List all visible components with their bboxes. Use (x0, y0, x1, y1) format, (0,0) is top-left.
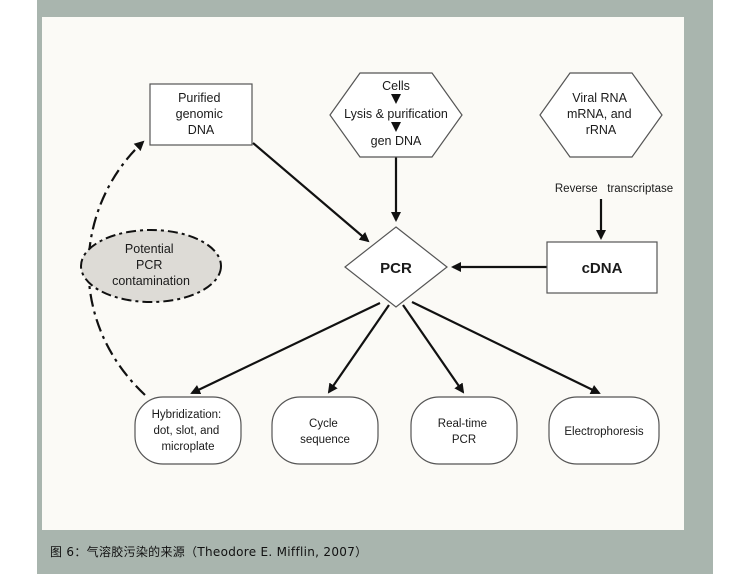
contamination-ellipse (80, 229, 222, 303)
arrow-pcr-to-realtime (402, 304, 465, 394)
pcr-diamond (344, 226, 448, 308)
viral-rna-label: Viral RNA mRNA, and rRNA (567, 91, 635, 137)
contamination-label: Potential PCR contamination (112, 242, 190, 288)
reverse-transcriptase-label: Reverse transcriptase (555, 183, 673, 195)
electrophoresis-label: Electrophoresis (564, 426, 644, 438)
rt-label-bg (548, 180, 678, 196)
cycle-sequence-label: Cycle sequence (300, 418, 350, 446)
arrow-pcr-to-cycle (327, 304, 390, 394)
purified-dna-label: Purified genomic DNA (176, 91, 227, 137)
cdna-label: cDNA (582, 260, 623, 277)
cycle-sequence-box (271, 396, 379, 465)
pcr-label: PCR (380, 260, 412, 277)
viral-rna-hexagon (539, 72, 663, 158)
hybridization-box (134, 396, 242, 465)
cdna-box (546, 241, 658, 294)
electrophoresis-box (548, 396, 660, 465)
arrow-pcr-to-electrophoresis (411, 301, 601, 394)
realtime-pcr-label: Real-time PCR (438, 418, 490, 446)
hybridization-label: Hybridization: dot, slot, and microplate (152, 409, 225, 453)
figure-caption: 图 6：气溶胶污染的来源（Theodore E. Mifflin, 2007） (50, 545, 368, 559)
gen-dna-label: gen DNA (371, 134, 422, 148)
realtime-pcr-box (410, 396, 518, 465)
lysis-label: Lysis & purification (344, 107, 448, 121)
cells-label: Cells (382, 79, 410, 93)
arrow-pcr-to-hybridization (190, 302, 381, 395)
cells-hexagon (329, 72, 463, 158)
purified-dna-box (149, 83, 253, 146)
arrow-dna-to-pcr (252, 142, 370, 243)
